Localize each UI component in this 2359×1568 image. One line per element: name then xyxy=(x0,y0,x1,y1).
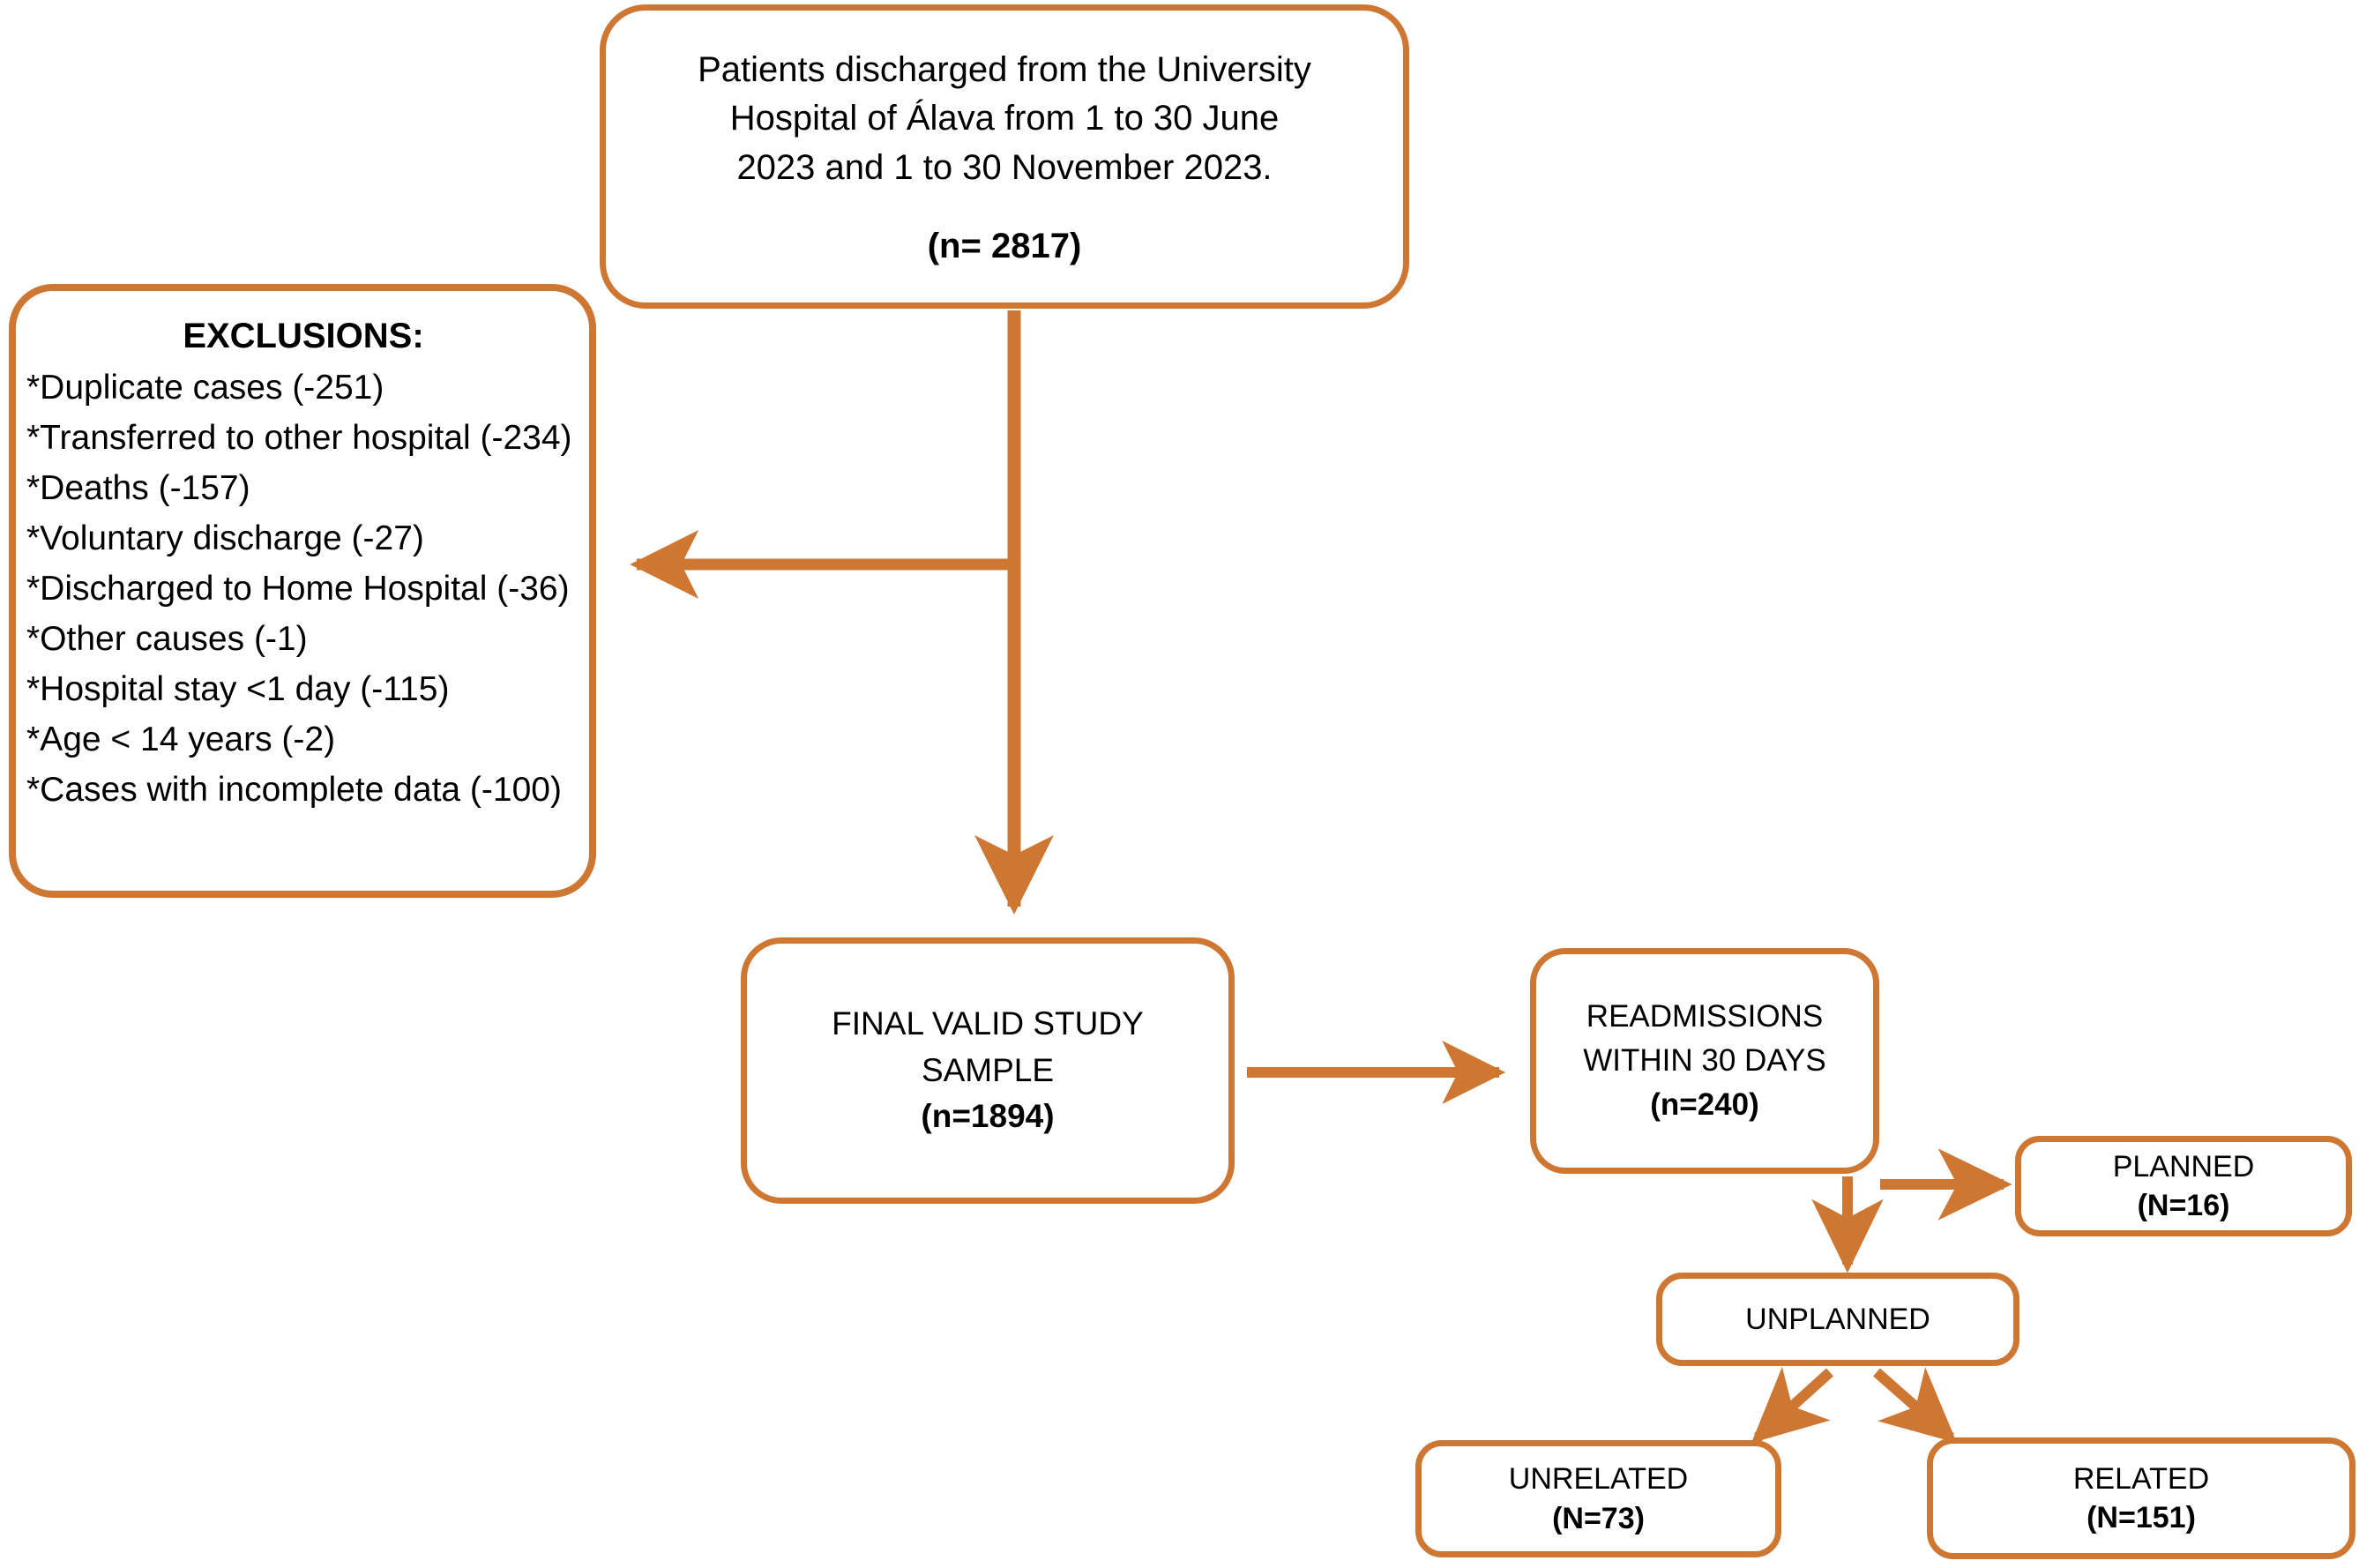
final-sample-count: (n=1894) xyxy=(921,1098,1055,1135)
readmissions-line-1: READMISSIONS xyxy=(1586,999,1824,1034)
node-exclusions[interactable]: EXCLUSIONS: *Duplicate cases (-251) *Tra… xyxy=(9,284,596,898)
planned-count: (N=16) xyxy=(2137,1189,2230,1222)
planned-label: PLANNED xyxy=(2112,1149,2255,1183)
node-related[interactable]: RELATED (N=151) xyxy=(1927,1437,2355,1559)
readmissions-line-2: WITHIN 30 DAYS xyxy=(1583,1043,1826,1079)
readmissions-count: (n=240) xyxy=(1650,1086,1759,1122)
node-source-cohort[interactable]: Patients discharged from the University … xyxy=(600,4,1409,309)
exclusion-item: *Hospital stay <1 day (-115) xyxy=(26,670,450,709)
unrelated-count: (N=73) xyxy=(1552,1501,1645,1535)
source-count: (n= 2817) xyxy=(927,226,1082,265)
exclusions-title: EXCLUSIONS: xyxy=(183,317,424,355)
exclusion-item: *Age < 14 years (-2) xyxy=(26,720,336,758)
node-planned[interactable]: PLANNED (N=16) xyxy=(2015,1136,2352,1236)
source-line-3: 2023 and 1 to 30 November 2023. xyxy=(736,147,1273,187)
exclusion-item: *Cases with incomplete data (-100) xyxy=(26,770,562,809)
arrow-unplanned-to-related xyxy=(1873,1367,1958,1444)
related-label: RELATED xyxy=(2072,1461,2210,1496)
unrelated-label: UNRELATED xyxy=(1508,1462,1689,1497)
node-readmissions-within-30-days[interactable]: READMISSIONS WITHIN 30 DAYS (n=240) xyxy=(1530,948,1879,1174)
source-line-2: Hospital of Álava from 1 to 30 June xyxy=(729,99,1280,138)
exclusion-item: *Deaths (-157) xyxy=(26,469,250,508)
node-final-valid-study-sample[interactable]: FINAL VALID STUDY SAMPLE (n=1894) xyxy=(741,937,1235,1204)
node-unrelated[interactable]: UNRELATED (N=73) xyxy=(1415,1440,1781,1557)
final-sample-line-2: SAMPLE xyxy=(921,1051,1055,1088)
exclusion-item: *Voluntary discharge (-27) xyxy=(26,519,424,558)
arrow-unplanned-to-unrelated xyxy=(1751,1366,1834,1444)
exclusion-item: *Other causes (-1) xyxy=(26,620,308,659)
related-count: (N=151) xyxy=(2087,1501,2196,1534)
final-sample-line-1: FINAL VALID STUDY xyxy=(832,1005,1144,1042)
exclusion-item: *Discharged to Home Hospital (-36) xyxy=(26,570,570,609)
exclusion-item: *Transferred to other hospital (-234) xyxy=(26,419,572,458)
exclusion-item: *Duplicate cases (-251) xyxy=(26,369,384,407)
node-unplanned[interactable]: UNPLANNED xyxy=(1656,1273,2019,1366)
source-line-1: Patients discharged from the University xyxy=(698,50,1311,90)
unplanned-label: UNPLANNED xyxy=(1745,1302,1930,1336)
